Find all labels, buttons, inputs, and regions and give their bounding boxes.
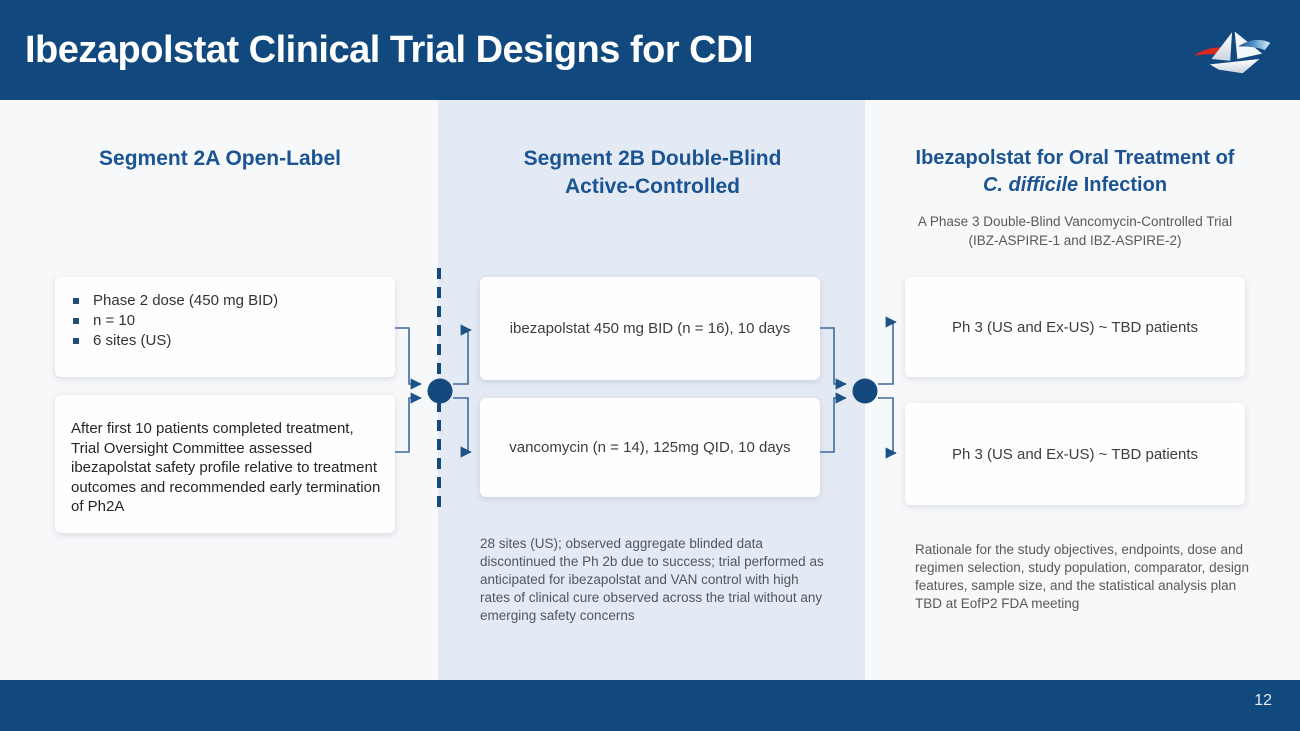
footer-bar: 12 bbox=[0, 680, 1300, 731]
heading-phase3: Ibezapolstat for Oral Treatment of C. di… bbox=[880, 145, 1270, 199]
heading-segment-2b-line1: Segment 2B Double-Blind bbox=[523, 147, 782, 170]
page-title: Ibezapolstat Clinical Trial Designs for … bbox=[25, 28, 754, 71]
connector-arrow bbox=[878, 397, 897, 459]
heading-phase3-line1: Ibezapolstat for Oral Treatment of bbox=[915, 147, 1235, 169]
page-number: 12 bbox=[1254, 692, 1272, 709]
bullet-text: Phase 2 dose (450 mg BID) bbox=[93, 292, 279, 309]
segment2a-bullet-list: Phase 2 dose (450 mg BID) n = 10 6 sites… bbox=[71, 291, 385, 351]
vancomycin-arm-box: vancomycin (n = 14), 125mg QID, 10 days bbox=[480, 398, 820, 497]
bullet-square-icon bbox=[73, 318, 79, 324]
ibezapolstat-arm-box: ibezapolstat 450 mg BID (n = 16), 10 day… bbox=[480, 277, 820, 380]
header-bar: Ibezapolstat Clinical Trial Designs for … bbox=[0, 0, 1300, 100]
heading-segment-2b-line2: Active-Controlled bbox=[564, 175, 740, 198]
connector-arrow bbox=[395, 392, 422, 453]
segment-2b-band bbox=[438, 100, 865, 680]
connector-arrow bbox=[878, 316, 897, 385]
connector-arrow bbox=[395, 327, 422, 390]
heading-phase3-italic: C. difficile bbox=[982, 174, 1079, 196]
phase3-subtitle-line2: (IBZ-ASPIRE-1 and IBZ-ASPIRE-2) bbox=[968, 233, 1182, 248]
bullet-square-icon bbox=[73, 298, 79, 304]
segment2a-outcome-box: After first 10 patients completed treatm… bbox=[55, 395, 395, 533]
heading-segment-2b: Segment 2B Double-Blind Active-Controlle… bbox=[440, 145, 865, 201]
phase3-subtitle-line1: A Phase 3 Double-Blind Vancomycin-Contro… bbox=[917, 214, 1233, 229]
bullet-text: 6 sites (US) bbox=[93, 332, 172, 349]
list-item: Phase 2 dose (450 mg BID) bbox=[71, 291, 385, 311]
list-item: n = 10 bbox=[71, 311, 385, 331]
heading-phase3-line2-rest: Infection bbox=[1078, 174, 1168, 196]
phase3-note: Rationale for the study objectives, endp… bbox=[915, 542, 1249, 611]
list-item: 6 sites (US) bbox=[71, 331, 385, 351]
bullet-text: n = 10 bbox=[93, 312, 136, 329]
segment2b-note: 28 sites (US); observed aggregate blinde… bbox=[480, 536, 824, 623]
phase3-trial2-box: Ph 3 (US and Ex-US) ~ TBD patients bbox=[905, 403, 1245, 505]
heading-segment-2a: Segment 2A Open-Label bbox=[99, 147, 341, 170]
phase3-subtitle: A Phase 3 Double-Blind Vancomycin-Contro… bbox=[890, 212, 1260, 250]
bullet-square-icon bbox=[73, 338, 79, 344]
segment2a-dose-box: Phase 2 dose (450 mg BID) n = 10 6 sites… bbox=[55, 277, 395, 377]
company-logo-icon bbox=[1193, 31, 1271, 74]
phase3-trial1-box: Ph 3 (US and Ex-US) ~ TBD patients bbox=[905, 277, 1245, 377]
